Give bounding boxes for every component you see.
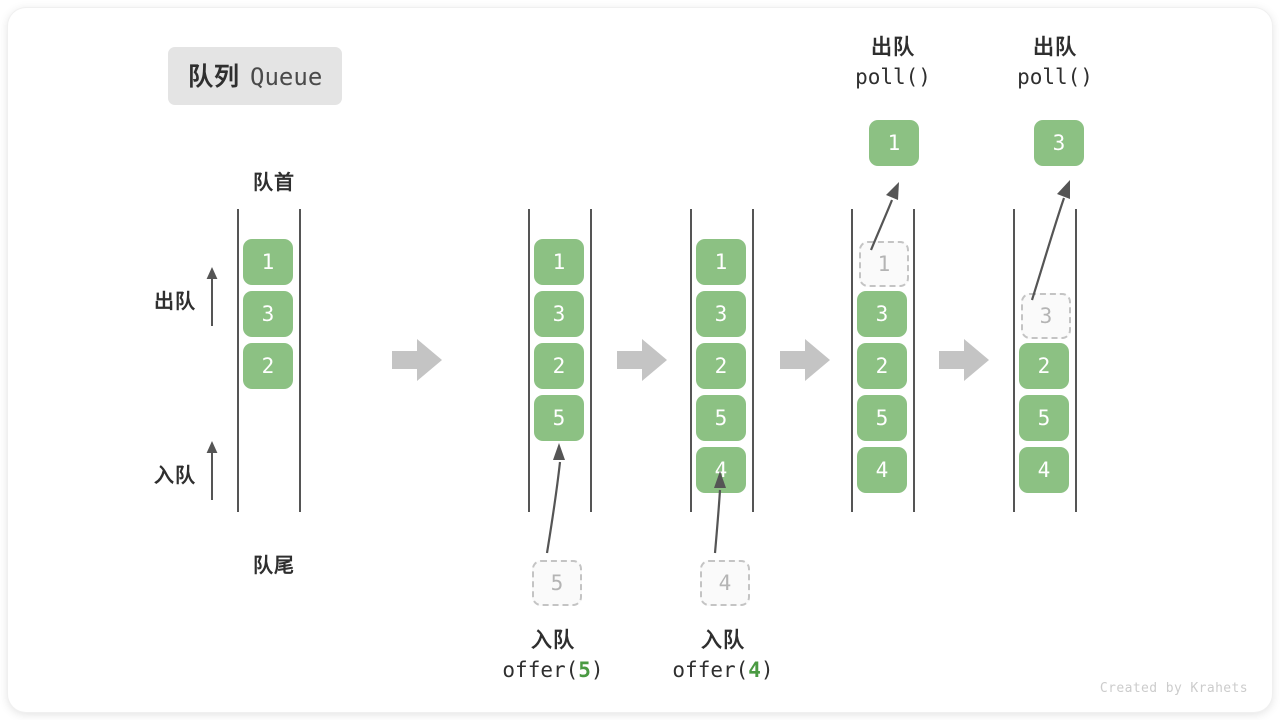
title-english: Queue [250, 63, 323, 91]
queue-item: 2 [534, 343, 584, 389]
step-arrow-icon [617, 339, 667, 381]
diagram-title-badge: 队列 Queue [168, 47, 343, 105]
queue-item: 3 [696, 291, 746, 337]
queue-rail-right [752, 209, 754, 512]
caption-fn-suffix: ) [590, 657, 604, 682]
caption-line-2: poll() [808, 63, 978, 93]
caption-fn-value: 4 [748, 657, 761, 682]
queue-rail-right [590, 209, 592, 512]
queue-item: 3 [857, 291, 907, 337]
polled-element: 1 [869, 120, 919, 166]
title-chinese: 队列 [188, 63, 241, 91]
queue-item: 2 [857, 343, 907, 389]
caption-fn-prefix: offer( [672, 657, 749, 682]
enqueue-arrow-head [553, 443, 565, 460]
queue-item: 3 [534, 291, 584, 337]
queue-rail-right [1075, 209, 1077, 512]
caption-line-2: poll() [970, 63, 1140, 93]
operation-caption-offer-5: 入队 offer(5) [463, 626, 643, 686]
queue-rail-left [690, 209, 692, 512]
queue-item-removed-ghost: 1 [859, 241, 909, 287]
queue-item: 2 [243, 343, 293, 389]
queue-item-new: 5 [534, 395, 584, 441]
caption-fn-suffix: ) [760, 657, 774, 682]
caption-line-1: 入队 [531, 629, 575, 652]
up-arrow-icon [205, 266, 219, 333]
queue-item: 1 [696, 239, 746, 285]
queue-item: 2 [1019, 343, 1069, 389]
queue-rail-left [237, 209, 239, 512]
enqueue-label-text: 入队 [154, 465, 196, 487]
caption-line-1: 出队 [871, 36, 915, 59]
step-arrow-icon [780, 339, 830, 381]
credit-text: Created by Krahets [1099, 681, 1248, 696]
caption-fn-prefix: poll( [855, 64, 919, 89]
incoming-element-ghost: 4 [700, 560, 750, 606]
queue-item: 1 [534, 239, 584, 285]
queue-tail-label: 队尾 [253, 555, 295, 577]
queue-item: 5 [857, 395, 907, 441]
caption-fn-value: 5 [578, 657, 591, 682]
queue-rail-left [528, 209, 530, 512]
dequeue-arrow-head [1057, 180, 1070, 199]
queue-item: 2 [696, 343, 746, 389]
caption-line-1: 出队 [1033, 36, 1077, 59]
queue-item: 1 [243, 239, 293, 285]
operation-caption-poll-3: 出队 poll() [970, 33, 1140, 93]
incoming-element-ghost: 5 [532, 560, 582, 606]
caption-fn-prefix: poll( [1017, 64, 1081, 89]
diagram-card: 队列 Queue 队首 队尾 出队 入队 [8, 8, 1272, 712]
step-arrow-icon [939, 339, 989, 381]
caption-line-2: offer(4) [633, 656, 813, 686]
queue-rail-left [851, 209, 853, 512]
dequeue-label-text: 出队 [154, 291, 196, 313]
diagram-stage: 队列 Queue 队首 队尾 出队 入队 [8, 8, 1272, 712]
caption-line-2: offer(5) [463, 656, 643, 686]
queue-item: 3 [243, 291, 293, 337]
queue-item-removed-ghost: 3 [1021, 293, 1071, 339]
dequeue-arrow-3 [1030, 197, 1066, 301]
step-arrow-icon [392, 339, 442, 381]
queue-item-new: 4 [696, 447, 746, 493]
enqueue-arrow-4 [713, 489, 722, 554]
queue-item: 5 [1019, 395, 1069, 441]
operation-caption-offer-4: 入队 offer(4) [633, 626, 813, 686]
operation-caption-poll-1: 出队 poll() [808, 33, 978, 93]
caption-line-1: 入队 [701, 629, 745, 652]
dequeue-arrow-head [886, 182, 899, 200]
queue-item: 4 [1019, 447, 1069, 493]
connector-overlay [392, 180, 1070, 554]
queue-rail-left [1013, 209, 1015, 512]
queue-item: 4 [857, 447, 907, 493]
queue-rail-right [913, 209, 915, 512]
enqueue-arrow-5 [545, 461, 562, 554]
dequeue-direction-label: 出队 [154, 266, 219, 333]
caption-fn-suffix: ) [918, 64, 931, 89]
caption-fn-suffix: ) [1080, 64, 1093, 89]
queue-item: 5 [696, 395, 746, 441]
up-arrow-icon [205, 440, 219, 507]
queue-head-label: 队首 [253, 172, 295, 194]
queue-rail-right [299, 209, 301, 512]
enqueue-direction-label: 入队 [154, 440, 219, 507]
caption-fn-prefix: offer( [502, 657, 579, 682]
polled-element: 3 [1034, 120, 1084, 166]
